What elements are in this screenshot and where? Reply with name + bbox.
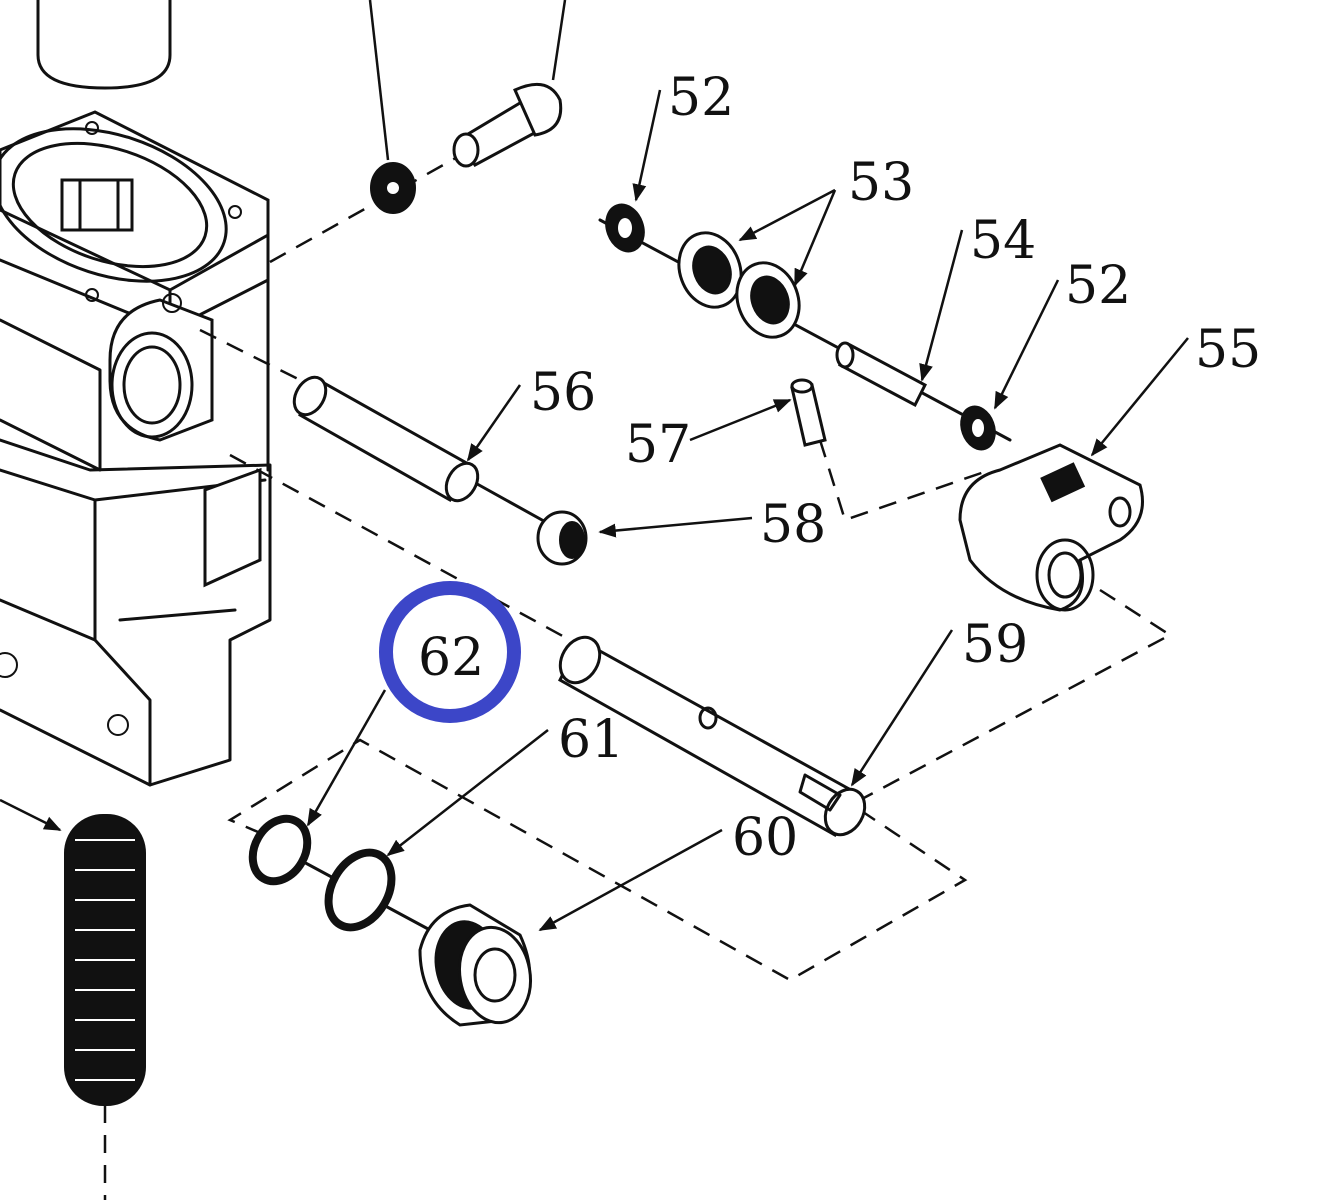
callout-57: 57 xyxy=(625,415,691,475)
callout-52-top: 52 xyxy=(668,68,734,128)
callout-60: 60 xyxy=(732,808,798,868)
callout-61: 61 xyxy=(558,710,624,770)
top-bolt xyxy=(368,0,567,214)
housing-body xyxy=(0,0,272,787)
callout-59: 59 xyxy=(962,615,1028,675)
assembly-lines xyxy=(199,148,1173,982)
spring xyxy=(0,798,146,1200)
callout-53: 53 xyxy=(848,153,914,213)
callout-54: 54 xyxy=(970,211,1036,271)
bearing-assembly xyxy=(598,203,1012,451)
leader-lines xyxy=(306,89,1189,932)
highlight-circle xyxy=(379,581,521,723)
rings-and-bushing xyxy=(248,814,532,1027)
callout-52-right: 52 xyxy=(1065,256,1131,316)
callout-labels: 52 53 54 52 55 56 57 58 59 62 61 60 xyxy=(418,68,1261,868)
shaft-59 xyxy=(558,635,867,838)
callout-62: 62 xyxy=(418,628,484,688)
callout-55: 55 xyxy=(1195,320,1261,380)
callout-58: 58 xyxy=(760,495,826,555)
pin-56 xyxy=(292,375,588,566)
callout-56: 56 xyxy=(530,363,596,423)
pin-57 xyxy=(790,378,827,447)
clamp-block-55 xyxy=(958,443,1144,612)
